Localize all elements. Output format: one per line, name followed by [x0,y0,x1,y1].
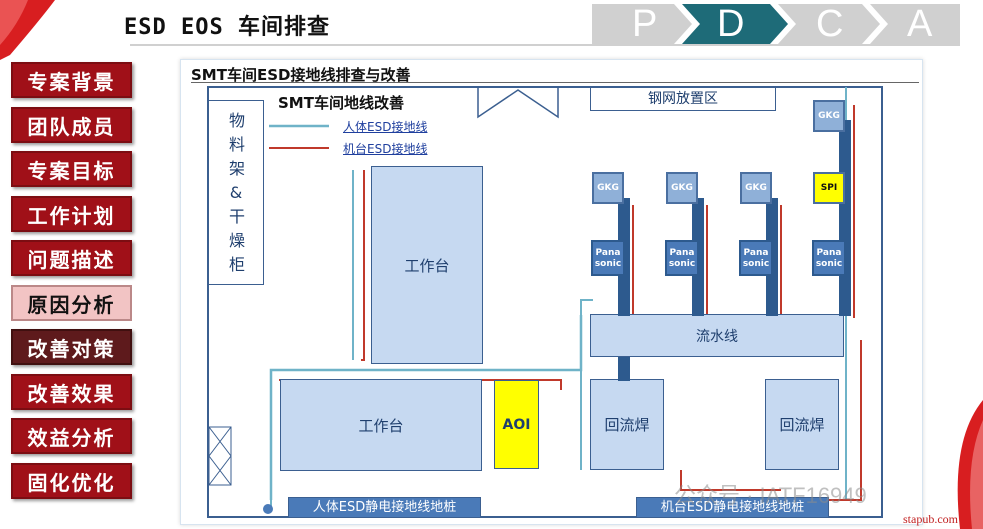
workbench-bottom: 工作台 [280,379,482,471]
pdca-banner: P D C A [592,4,960,44]
nav-item-6[interactable]: 原因分析 [11,284,132,321]
nav-item-1[interactable]: 专案背景 [11,62,132,98]
corner-decoration-bottom [957,400,983,529]
spi-inspector: SPI [813,172,845,204]
column-pillar [618,357,630,381]
pdca-a: A [907,3,933,45]
aoi-machine: AOI [494,380,539,469]
title-underline [191,82,919,83]
nav-item-10[interactable]: 固化优化 [11,462,132,499]
nav-item-8[interactable]: 改善效果 [11,373,132,410]
legend-human-label: 人体ESD接地线 [343,120,428,134]
column-pillar [839,120,851,316]
cabinet-icon [208,426,232,486]
stencil-area: 钢网放置区 [590,87,776,111]
gkg-printer-3: GKG [740,172,772,204]
pdca-c: C [816,3,844,45]
nav-item-3[interactable]: 专案目标 [11,151,132,187]
workbench-top: 工作台 [371,166,483,364]
reflow-oven-left: 回流焊 [590,379,664,470]
material-rack: 物料架&干燥柜 [208,100,264,285]
watermark-site: stapub.com [903,512,958,526]
nav-item-4[interactable]: 工作计划 [11,195,132,232]
nav-item-5[interactable]: 问题描述 [11,240,132,276]
diagram-card: SMT车间ESD接地线排查与改善 SMT车间地线改善 人体ESD接地线 机台ES… [180,59,923,525]
diagram-subtitle: SMT车间地线改善 [278,94,404,112]
legend-machine-label: 机台ESD接地线 [343,142,428,156]
corner-decoration-top [0,0,55,60]
header-divider [130,44,960,46]
gkg-printer-4: GKG [813,100,845,132]
reflow-oven-right: 回流焊 [765,379,839,470]
watermark: 公众号 · IATF16949 [674,483,867,508]
nav-item-2[interactable]: 团队成员 [11,106,132,143]
pdca-d: D [717,3,745,45]
diagram-title: SMT车间ESD接地线排查与改善 [191,66,411,84]
nav-item-9[interactable]: 效益分析 [11,418,132,454]
human-ground-pile: 人体ESD静电接地线地桩 [288,497,481,518]
assembly-line: 流水线 [590,314,844,357]
pdca-arrows [592,4,960,44]
nav-item-7[interactable]: 改善对策 [11,329,132,365]
gkg-printer-2: GKG [666,172,698,204]
page-title: ESD EOS 车间排查 [124,15,330,40]
gkg-printer-1: GKG [592,172,624,204]
pdca-p: P [632,3,658,45]
machine-ground-pile: 机台ESD静电接地线地桩 [636,497,829,518]
